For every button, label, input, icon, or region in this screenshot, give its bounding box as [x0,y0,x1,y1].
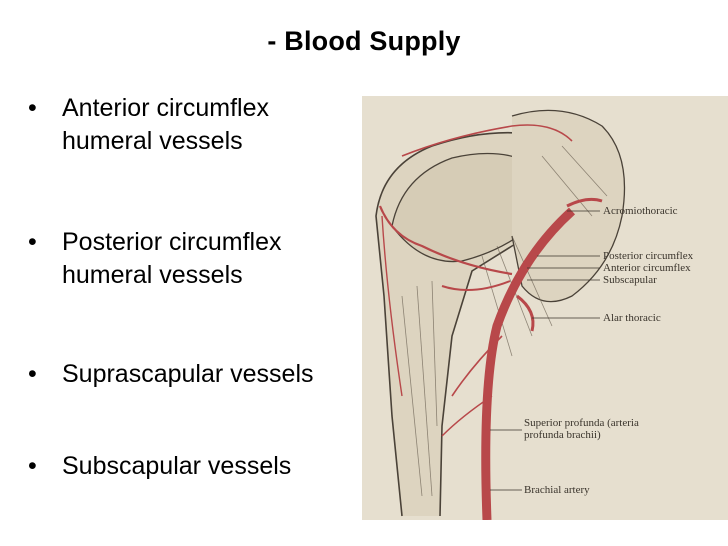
label-acromiothoracic: Acromiothoracic [603,205,678,217]
bullet-marker: • [28,94,37,122]
label-anterior-circumflex: Anterior circumflex [603,262,691,274]
bullet-line: Suprascapular vessels [62,360,314,388]
bullet-item: • Anterior circumflex humeral vessels [28,92,269,158]
anatomy-figure: Acromiothoracic Posterior circumflex Ant… [362,96,728,520]
label-posterior-circumflex: Posterior circumflex [603,250,694,262]
label-leaders [490,210,600,491]
label-subscapular: Subscapular [603,274,657,286]
muscle-hatching [401,145,608,497]
slide-title: - Blood Supply [267,26,461,56]
bullet-item: • Suprascapular vessels [28,358,314,391]
bullet-marker: • [28,228,37,256]
bullet-marker: • [28,360,37,388]
bullet-line: humeral vessels [62,127,243,155]
bullet-line: Anterior circumflex [62,94,269,122]
bullet-marker: • [28,452,37,480]
axillary-brachial-artery [481,207,576,520]
label-alar-thoracic: Alar thoracic [603,312,661,324]
bullet-item: • Subscapular vessels [28,450,291,483]
artery-network [378,124,603,520]
label-superior-profunda: Superior profunda (arteria [524,417,639,429]
label-superior-profunda-cont: profunda brachii) [524,429,601,441]
bullet-line: Subscapular vessels [62,452,292,480]
bullet-line: humeral vessels [62,261,243,289]
bullet-line: Posterior circumflex [62,228,282,256]
bullet-item: • Posterior circumflex humeral vessels [28,226,282,292]
label-brachial-artery: Brachial artery [524,484,590,496]
shoulder-artery-illustration: Acromiothoracic Posterior circumflex Ant… [362,96,728,520]
